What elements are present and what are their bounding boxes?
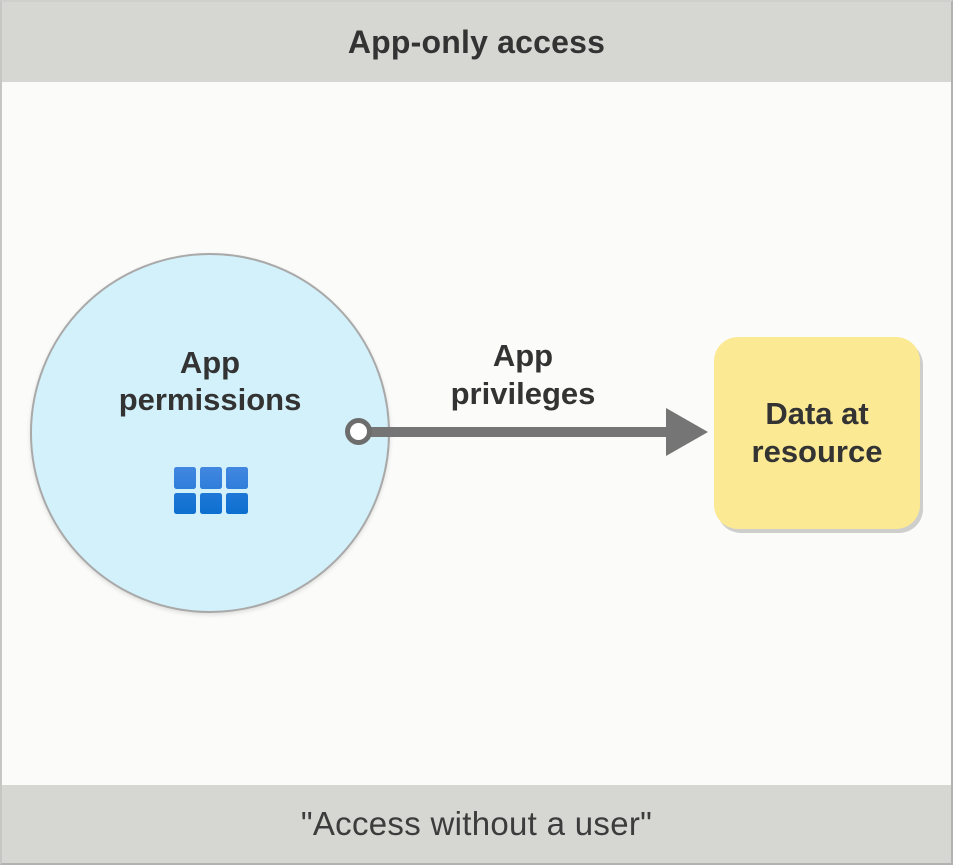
grid-cell [200, 467, 222, 489]
app-privileges-label-wrap: App privileges [410, 337, 636, 413]
grid-cell [174, 467, 196, 489]
app-grid-icon [174, 442, 248, 514]
app-permissions-circle [30, 253, 390, 613]
grid-cell [226, 442, 248, 463]
diagram-canvas: App permissions App privileges Data at r… [2, 82, 951, 785]
header-bar: App-only access [2, 2, 951, 82]
data-at-resource-box: Data at resource [714, 337, 920, 529]
app-permissions-label: App permissions [118, 345, 302, 417]
app-permissions-label-wrap: App permissions [30, 344, 390, 418]
footer-bar: "Access without a user" [2, 785, 951, 863]
app-privileges-label: App privileges [450, 338, 596, 411]
grid-cell [174, 442, 196, 463]
grid-cell [174, 492, 196, 514]
arrow-head-icon [666, 408, 708, 456]
data-at-resource-label: Data at resource [751, 396, 883, 469]
grid-cell [226, 492, 248, 514]
arrow-line [358, 427, 667, 437]
diagram-title: App-only access [347, 23, 606, 60]
grid-cell [226, 467, 248, 489]
grid-cell [200, 442, 222, 463]
footer-quote: "Access without a user" [300, 805, 653, 842]
connector-dot [345, 418, 372, 445]
grid-cell [200, 492, 222, 514]
